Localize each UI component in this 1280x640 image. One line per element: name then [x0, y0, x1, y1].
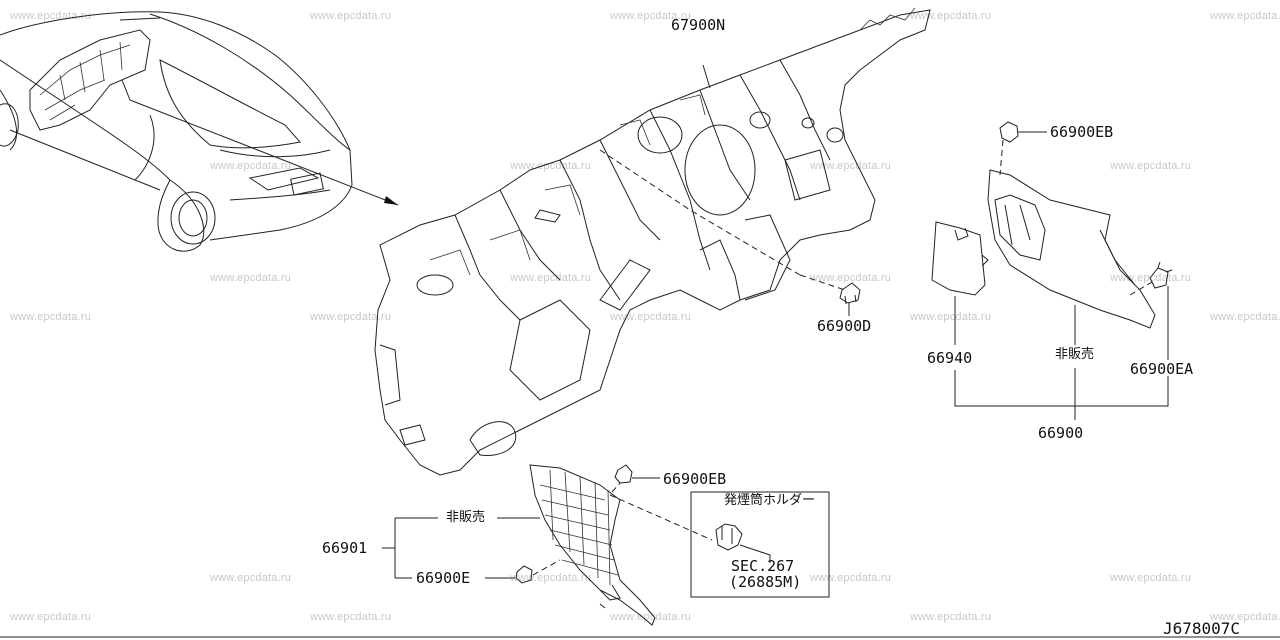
watermark: www.epcdata.ru [610, 611, 692, 623]
lower-trim-66901 [382, 464, 830, 626]
watermark: www.epcdata.ru [310, 611, 392, 623]
dash-insulator-67900N [374, 7, 931, 476]
clip-66900D [799, 274, 861, 316]
watermark: www.epcdata.ru [810, 572, 892, 584]
part-label-66901: 66901 [322, 539, 368, 557]
not-for-sale-label-left: 非販売 [446, 510, 486, 525]
watermark: www.epcdata.ru [810, 160, 892, 172]
part-label-66900EA: 66900EA [1130, 360, 1194, 378]
side-trim-assembly-66900 [931, 121, 1173, 420]
watermark: www.epcdata.ru [210, 572, 292, 584]
watermark: www.epcdata.ru [210, 272, 292, 284]
part-label-66900D: 66900D [817, 317, 872, 335]
part-label-66900: 66900 [1038, 424, 1084, 442]
watermark: www.epcdata.ru [10, 611, 92, 623]
watermark: www.epcdata.ru [910, 10, 992, 22]
watermark: www.epcdata.ru [10, 311, 92, 323]
not-for-sale-label-right: 非販売 [1055, 347, 1095, 362]
part-label-66940: 66940 [927, 349, 973, 367]
watermark: www.epcdata.ru [210, 160, 292, 172]
watermark: www.epcdata.ru [1110, 160, 1192, 172]
watermark: www.epcdata.ru [10, 10, 92, 22]
watermark: www.epcdata.ru [510, 160, 592, 172]
part-label-66900EB-top: 66900EB [1050, 123, 1114, 141]
diagram-code: J678007C [1163, 619, 1241, 638]
watermark: www.epcdata.ru [910, 611, 992, 623]
inset-box-ref-line1: SEC.267 [731, 557, 795, 575]
watermark: www.epcdata.ru [1210, 611, 1280, 623]
watermark: www.epcdata.ru [610, 10, 692, 22]
car-outline-illustration [0, 11, 399, 252]
watermark: www.epcdata.ru [510, 272, 592, 284]
watermark: www.epcdata.ru [310, 311, 392, 323]
inset-box-ref-line2: (26885M) [729, 573, 802, 591]
inset-box-title: 発煙筒ホルダー [724, 493, 816, 508]
part-label-67900N: 67900N [671, 16, 726, 34]
watermark: www.epcdata.ru [510, 572, 592, 584]
watermark: www.epcdata.ru [610, 311, 692, 323]
watermark: www.epcdata.ru [1210, 10, 1280, 22]
part-label-66900E: 66900E [416, 569, 471, 587]
inset-box-frame [690, 491, 830, 598]
watermark: www.epcdata.ru [1210, 311, 1280, 323]
watermark: www.epcdata.ru [1110, 572, 1192, 584]
watermark: www.epcdata.ru [810, 272, 892, 284]
part-label-66900EB-bottom: 66900EB [663, 470, 727, 488]
watermark: www.epcdata.ru [910, 311, 992, 323]
watermark: www.epcdata.ru [310, 10, 392, 22]
